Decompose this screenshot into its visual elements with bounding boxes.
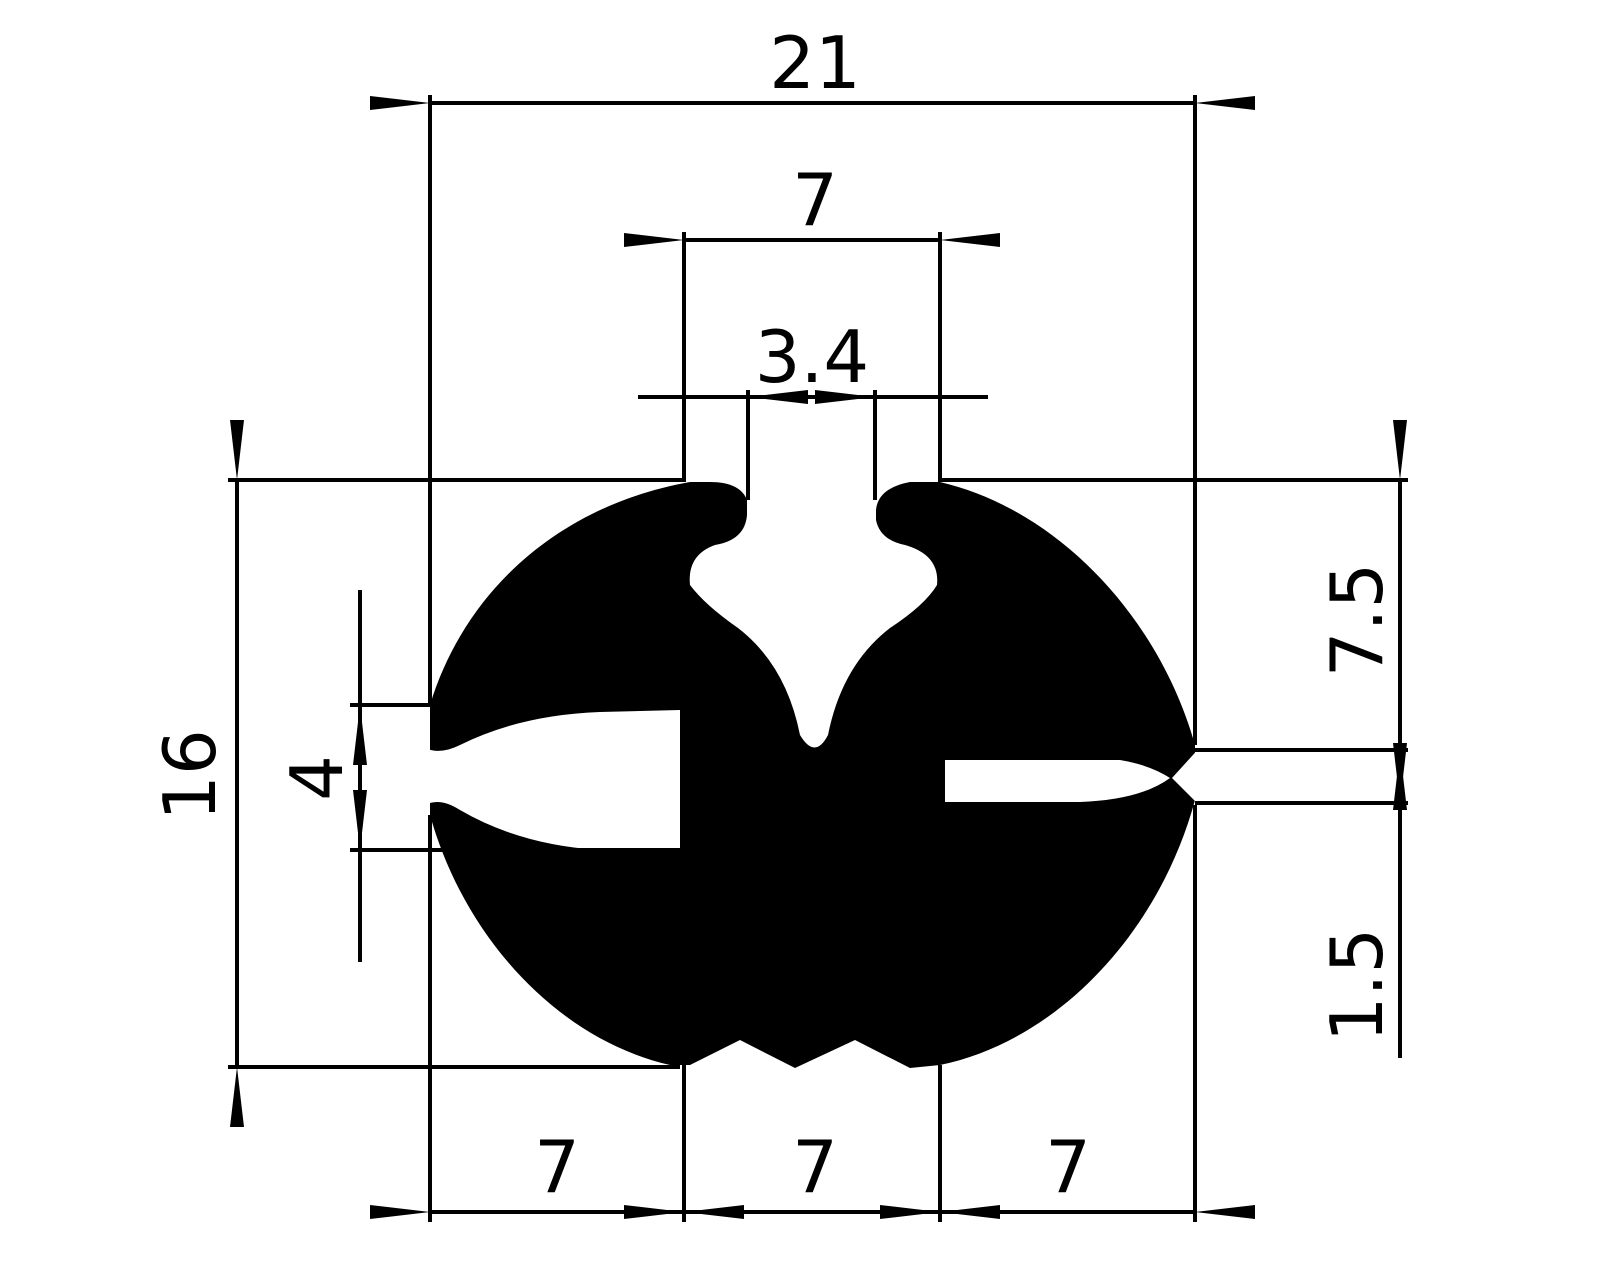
dim-bottom-left: 7 <box>534 1125 580 1209</box>
right-slot <box>945 760 1170 802</box>
dim-right-lower: 1.5 <box>1315 928 1399 1043</box>
right-notch <box>1172 745 1202 808</box>
dim-bottom-middle: 7 <box>792 1125 838 1209</box>
seal-profile <box>425 482 1202 1068</box>
dimension-lines <box>230 96 1407 1219</box>
dim-top-opening-outer: 7 <box>792 158 838 242</box>
dimension-labels: 21 7 3.4 16 4 7.5 1.5 7 7 7 <box>148 21 1399 1209</box>
dim-overall-width: 21 <box>769 21 861 105</box>
extension-lines <box>228 95 1408 1222</box>
dim-right-upper: 7.5 <box>1315 563 1399 678</box>
dim-top-opening-inner: 3.4 <box>755 315 870 399</box>
dim-left-slot-height: 4 <box>275 755 359 801</box>
dim-bottom-right: 7 <box>1045 1125 1091 1209</box>
dim-overall-height: 16 <box>148 729 232 821</box>
left-slot <box>425 710 680 850</box>
